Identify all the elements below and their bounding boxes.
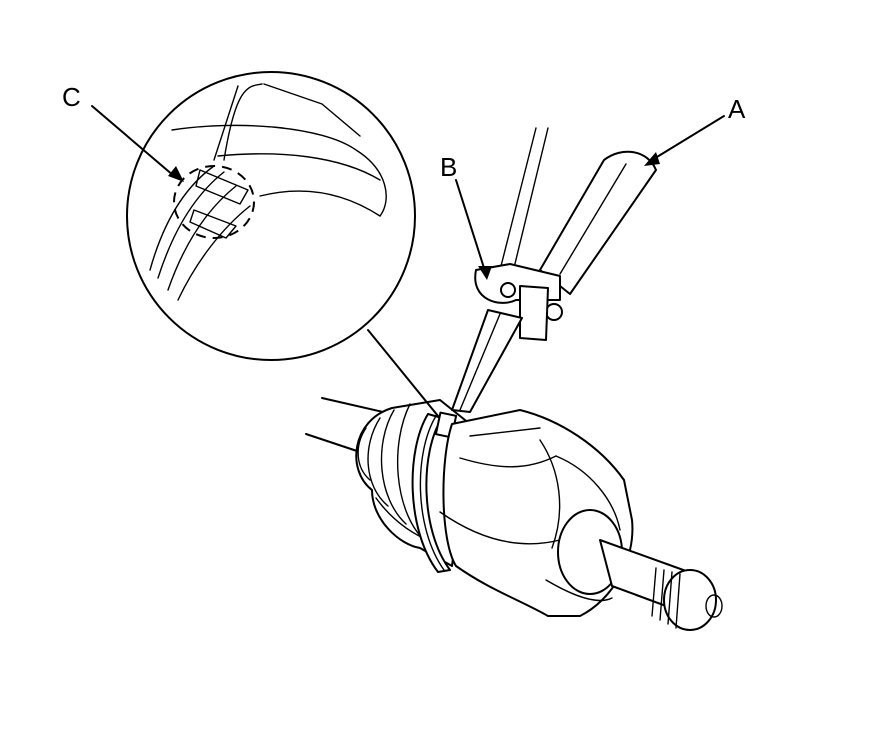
band-pliers — [451, 127, 657, 413]
callout-b: B — [440, 152, 492, 280]
focus-ellipse — [173, 165, 255, 239]
callout-a-label: A — [728, 94, 746, 124]
stub-axle — [557, 509, 723, 631]
detail-pointer-line — [367, 329, 439, 417]
callout-c: C — [62, 82, 184, 182]
callout-a: A — [644, 94, 746, 166]
callout-c-label: C — [62, 82, 81, 112]
callout-b-label: B — [440, 152, 457, 182]
detail-magnifier — [126, 71, 439, 417]
